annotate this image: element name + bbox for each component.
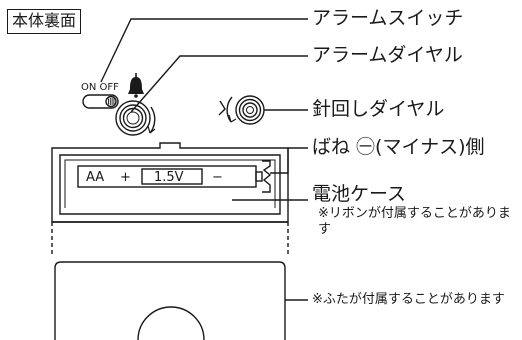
alarm-switch[interactable] xyxy=(82,94,119,109)
spring-terminal xyxy=(262,160,272,193)
hand-setting-dial[interactable] xyxy=(235,95,265,125)
alarm-dial[interactable] xyxy=(115,100,151,136)
bell-icon xyxy=(128,73,144,94)
lid-note: ※ふたが付属することがあります xyxy=(312,292,505,307)
battery-minus-sign: − xyxy=(212,170,223,185)
alarm-dial-leader xyxy=(130,55,308,113)
page-title: 本体裏面 xyxy=(7,9,82,34)
battery-lid xyxy=(54,261,286,340)
ribbon-note: ※リボンが付属することがあります xyxy=(318,206,511,237)
alarm-switch-label: アラームスイッチ xyxy=(312,7,464,29)
battery-plus-sign: + xyxy=(120,170,131,185)
battery-case-label: 電池ケース xyxy=(312,183,407,205)
alarm-switch-leader xyxy=(100,18,308,83)
alarm-dial-label: アラームダイヤル xyxy=(312,44,463,66)
aa-battery xyxy=(77,165,263,188)
spring-leader xyxy=(270,147,308,174)
spring-label: ばね ㊀(マイナス)側 xyxy=(312,136,485,158)
alarm-dial-rotate-arrow xyxy=(149,106,156,134)
hand-dial-label: 針回しダイヤル xyxy=(312,98,445,120)
battery-size-label: AA xyxy=(86,170,105,185)
battery-voltage: 1.5V xyxy=(154,170,184,185)
hand-dial-rotate-arrow xyxy=(226,96,233,123)
on-off-marking: ON OFF xyxy=(81,82,119,93)
battery-compartment xyxy=(51,142,289,223)
